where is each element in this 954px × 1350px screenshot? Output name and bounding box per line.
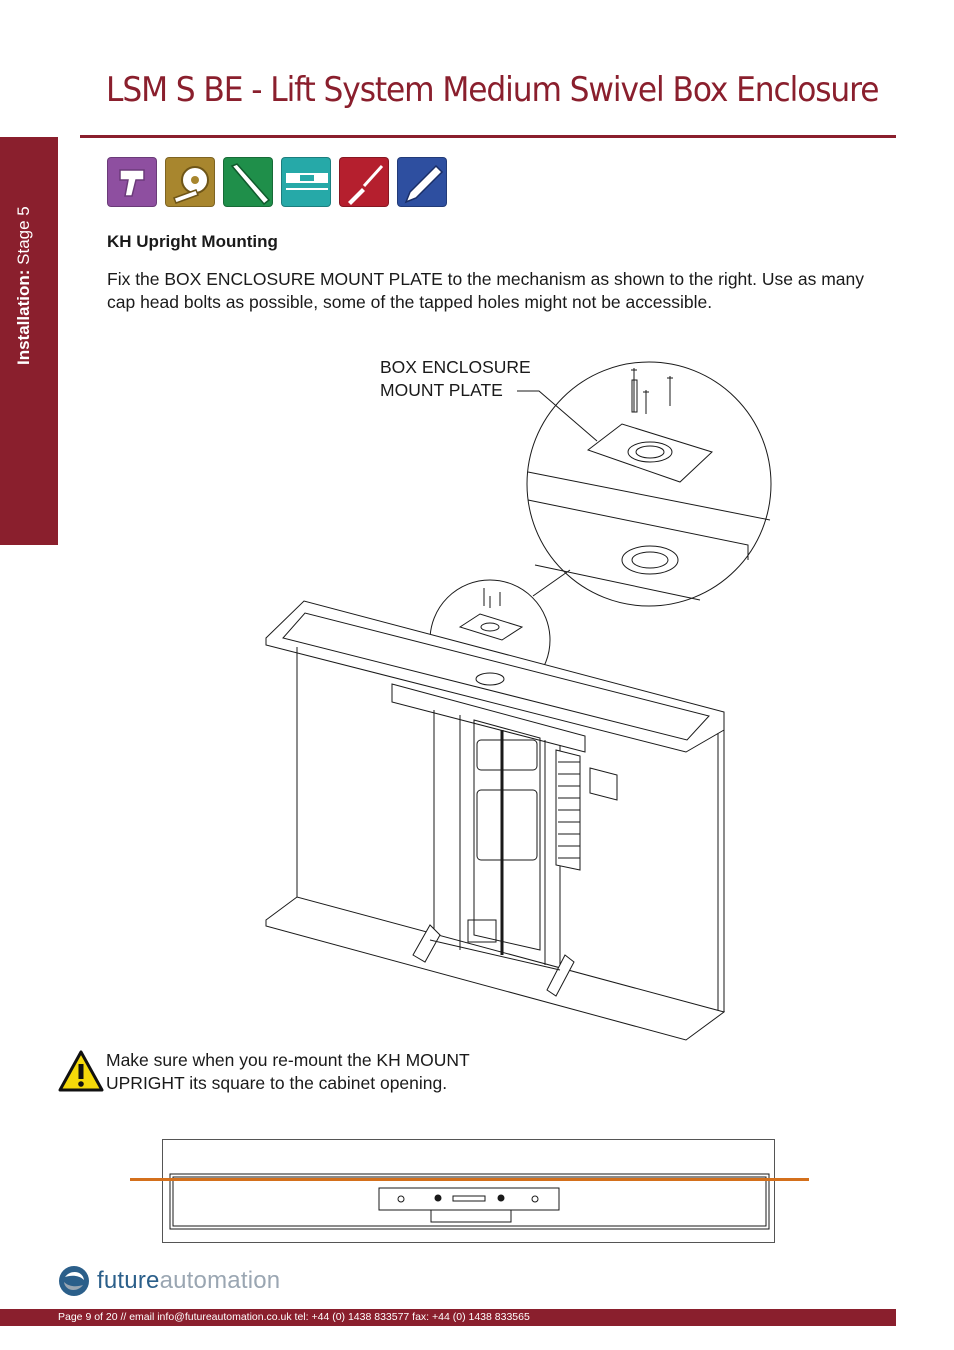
mount-plate-callout: BOX ENCLOSURE MOUNT PLATE — [380, 356, 531, 402]
section-side-tab — [0, 137, 58, 545]
zoom-detail-circle — [526, 361, 772, 607]
pencil-icon — [397, 157, 447, 207]
drill-icon — [107, 157, 157, 207]
spirit-level-icon — [281, 157, 331, 207]
logo-swirl-icon — [59, 1266, 89, 1296]
footer-bar: Page 9 of 20 // email info@futureautomat… — [0, 1309, 896, 1326]
alignment-line — [130, 1178, 809, 1181]
warning-icon — [58, 1050, 104, 1092]
screwdriver-icon — [339, 157, 389, 207]
allen-key-icon — [223, 157, 273, 207]
mount-plate-zoom — [586, 423, 713, 483]
top-view-diagram — [162, 1139, 775, 1243]
cabinet-bottom — [265, 896, 726, 1041]
logo-wordmark: futureautomation — [97, 1267, 280, 1295]
callout-line-1: BOX ENCLOSURE — [380, 357, 531, 377]
lift-mechanism-head — [391, 683, 586, 753]
page-title: LSM S BE - Lift System Medium Swivel Box… — [106, 70, 879, 110]
tool-icons-row — [107, 157, 447, 207]
section-heading: KH Upright Mounting — [107, 232, 278, 251]
company-logo: futureautomation — [57, 1263, 280, 1299]
footer-text: Page 9 of 20 // email info@futureautomat… — [58, 1311, 530, 1323]
instruction-paragraph: Fix the BOX ENCLOSURE MOUNT PLATE to the… — [107, 269, 864, 312]
callout-line-2: MOUNT PLATE — [380, 380, 503, 400]
logo-light: automation — [159, 1267, 281, 1294]
callout-leader-line — [517, 390, 598, 442]
title-rule — [80, 135, 896, 138]
tape-measure-icon — [165, 157, 215, 207]
logo-bold: future — [97, 1267, 160, 1294]
warning-message: Make sure when you re-mount the KH MOUNT… — [106, 1050, 470, 1093]
